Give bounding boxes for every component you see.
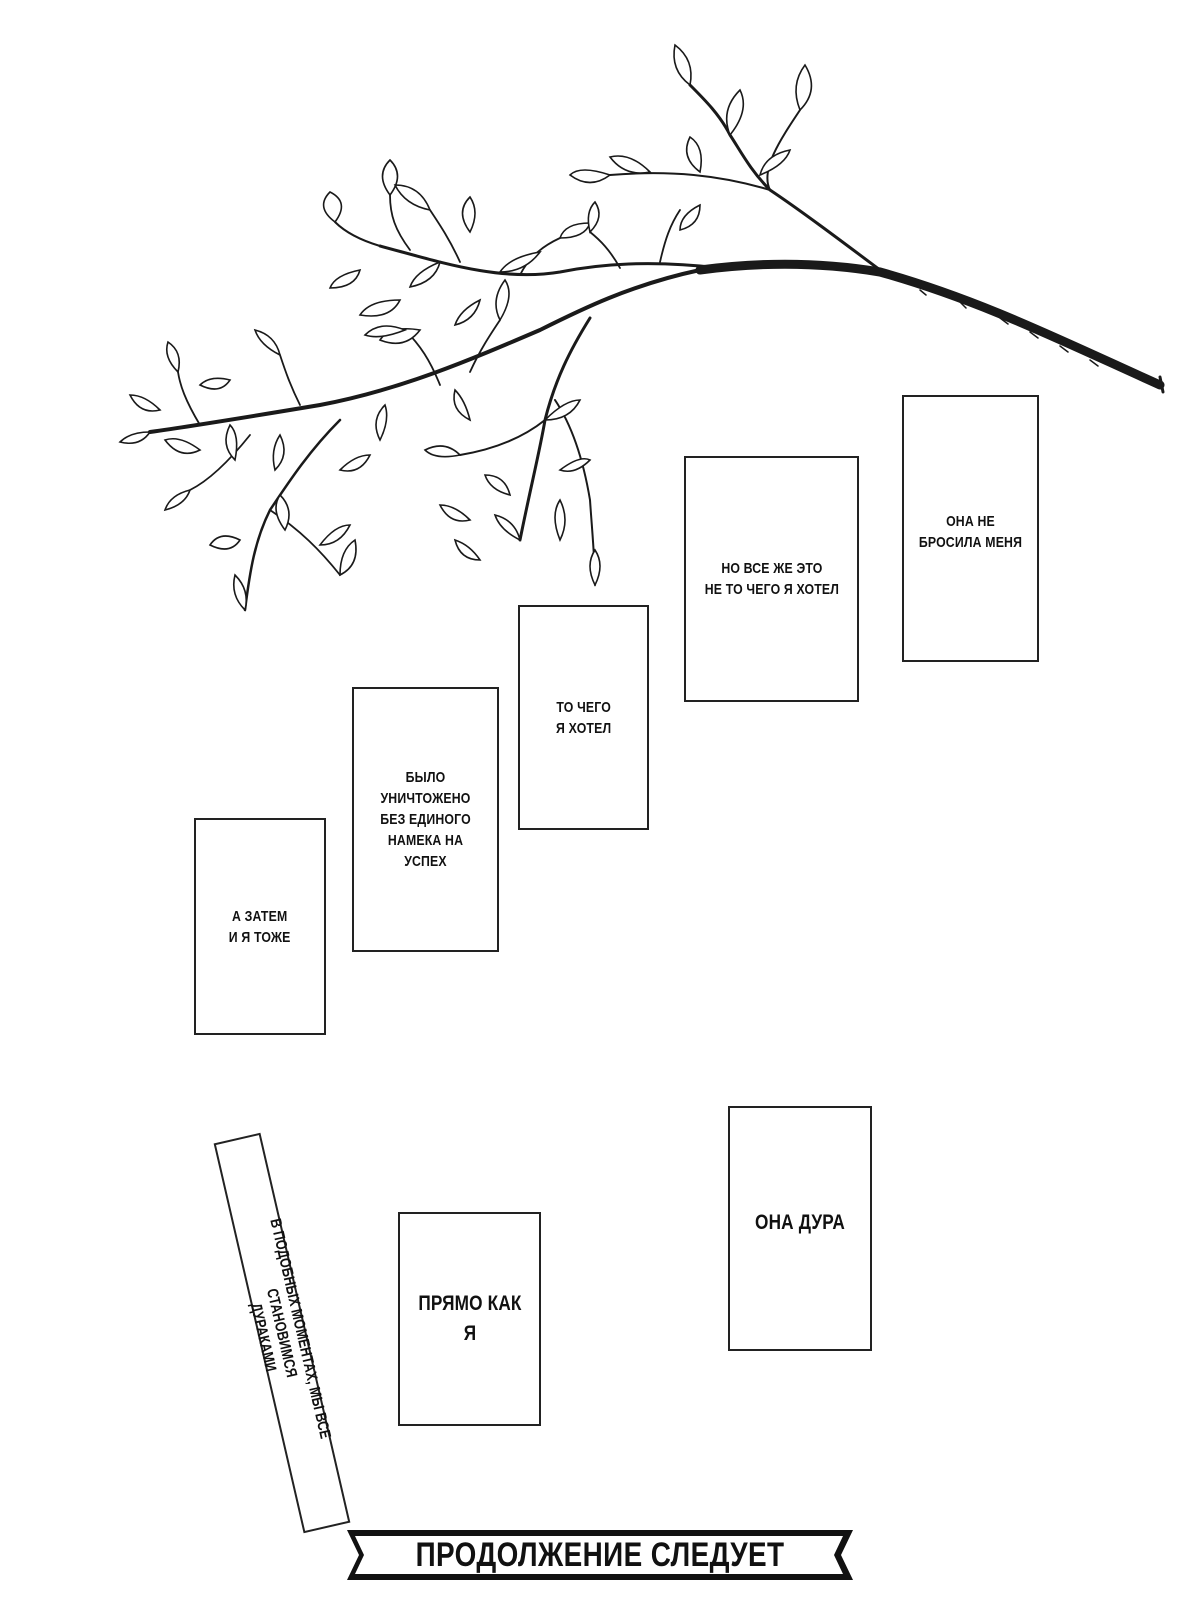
caption-text: ОНА ДУРА [755, 1211, 845, 1234]
caption-box-was-destroyed: БЫЛО УНИЧТОЖЕНО БЕЗ ЕДИНОГО НАМЕКА НА УС… [352, 687, 499, 952]
caption-text: ТО ЧЕГО Я ХОТЕЛ [555, 698, 612, 737]
banner-text: ПРОДОЛЖЕНИЕ СЛЕДУЕТ [415, 1535, 785, 1574]
banner-frame-shape [347, 1530, 853, 1580]
caption-text: А ЗАТЕМ И Я ТОЖЕ [229, 907, 291, 946]
caption-text: ОНА НЕ БРОСИЛА МЕНЯ [918, 513, 1023, 551]
caption-text: В ПОДОБНЫХ МОМЕНТАХ, МЫ ВСЕ СТАНОВИМСЯ Д… [247, 1217, 335, 1441]
caption-box-what-i-wanted: ТО ЧЕГО Я ХОТЕЛ [518, 605, 649, 830]
caption-box-in-moments-rotated: В ПОДОБНЫХ МОМЕНТАХ, МЫ ВСЕ СТАНОВИМСЯ Д… [213, 1132, 351, 1534]
to-be-continued-banner: ПРОДОЛЖЕНИЕ СЛЕДУЕТ [345, 1528, 855, 1582]
caption-text: ПРЯМО КАК Я [417, 1292, 522, 1345]
caption-box-and-then: А ЗАТЕМ И Я ТОЖЕ [194, 818, 326, 1035]
caption-box-but-still: НО ВСЕ ЖЕ ЭТО НЕ ТО ЧЕГО Я ХОТЕЛ [684, 456, 859, 702]
tree-branch-illustration [118, 43, 1165, 612]
caption-box-just-like-me: ПРЯМО КАК Я [398, 1212, 541, 1426]
caption-text: НО ВСЕ ЖЕ ЭТО НЕ ТО ЧЕГО Я ХОТЕЛ [704, 560, 839, 598]
caption-box-she-didnt-leave: ОНА НЕ БРОСИЛА МЕНЯ [902, 395, 1039, 662]
caption-box-she-is-fool: ОНА ДУРА [728, 1106, 872, 1351]
caption-text: БЫЛО УНИЧТОЖЕНО БЕЗ ЕДИНОГО НАМЕКА НА УС… [380, 769, 471, 870]
